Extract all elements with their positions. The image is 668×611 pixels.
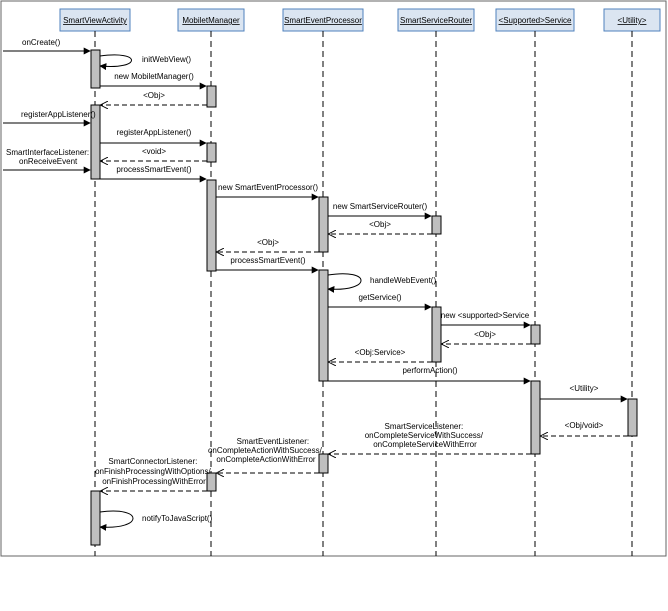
message-initwebview: [99, 54, 132, 71]
message-label: handleWebEvent(): [370, 276, 436, 285]
participant-label: SmartEventProcessor: [284, 16, 362, 25]
message-notifytojavascript: [99, 510, 134, 531]
message-label: <Obj>: [474, 330, 496, 339]
message-label: SmartServiceListener: onCompleteServiceW…: [365, 422, 486, 449]
participant-utility: <Utility>: [603, 8, 661, 32]
participant-supported-service: <Supported>Service: [495, 8, 575, 32]
participant-mobiletmanager: MobiletManager: [177, 8, 245, 32]
participant-smarteventprocessor: SmartEventProcessor: [282, 8, 364, 32]
message-label: new SmartServiceRouter(): [333, 202, 428, 211]
message-label: processSmartEvent(): [230, 256, 305, 265]
message-label: <Obj/void>: [565, 421, 604, 430]
participant-label: MobiletManager: [182, 16, 240, 25]
activation-bar: [206, 85, 217, 108]
participant-smartservicerouter: SmartServiceRouter: [397, 8, 475, 32]
participant-label: <Supported>Service: [499, 16, 572, 25]
message-label: SmartEventListener: onCompleteActionWith…: [208, 437, 324, 464]
message-label: new SmartEventProcessor(): [218, 183, 318, 192]
message-label: performAction(): [402, 366, 457, 375]
message-label: <Obj>: [143, 91, 165, 100]
message-label: notifyToJavaScript(): [142, 514, 213, 523]
message-label: initWebView(): [142, 55, 191, 64]
activation-bar: [90, 104, 101, 180]
participant-smartviewactivity: SmartViewActivity: [59, 8, 131, 32]
message-label: <Obj:Service>: [355, 348, 406, 357]
message-label: <Obj>: [257, 238, 279, 247]
message-label: onCreate(): [22, 38, 61, 47]
participant-label: SmartServiceRouter: [400, 16, 472, 25]
message-label: new MobiletManager(): [114, 72, 194, 81]
message-label: processSmartEvent(): [116, 165, 191, 174]
message-label: <void>: [142, 147, 166, 156]
activation-bar: [90, 490, 101, 546]
participant-label: SmartViewActivity: [63, 16, 127, 25]
activation-bar: [318, 269, 329, 382]
activation-bar: [318, 453, 329, 474]
diagram-frame: [0, 0, 667, 557]
activation-bar: [206, 472, 217, 492]
message-label: SmartInterfaceListener: onReceiveEvent: [6, 148, 91, 166]
message-label: <Utility>: [570, 384, 599, 393]
message-label: new <supported>Service: [441, 311, 530, 320]
activation-bar: [530, 380, 541, 455]
message-label: SmartConnectorListener: onFinishProcessi…: [95, 457, 213, 486]
activation-bar: [206, 179, 217, 272]
message-label: getService(): [358, 293, 401, 302]
activation-bar: [530, 324, 541, 345]
activation-bar: [627, 398, 638, 437]
participant-label: <Utility>: [618, 16, 647, 25]
activation-bar: [318, 196, 329, 253]
activation-bar: [431, 306, 442, 363]
message-handlewebevent: [327, 273, 362, 293]
activation-bar: [206, 142, 217, 163]
activation-bar: [431, 215, 442, 235]
message-label: <Obj>: [369, 220, 391, 229]
activation-bar: [90, 49, 101, 89]
message-label: registerAppListener(): [117, 128, 192, 137]
message-label: registerAppListener(): [21, 110, 96, 119]
